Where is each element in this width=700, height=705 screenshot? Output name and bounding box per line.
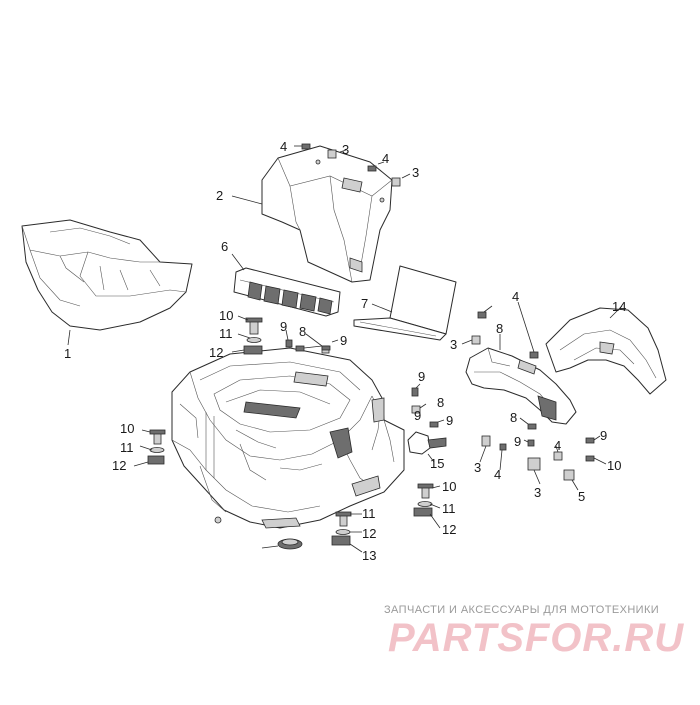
part-14-connector <box>407 431 447 463</box>
fastener-group-10-11-12-d <box>331 511 363 553</box>
fastener-group-10-11-12-a <box>231 315 263 355</box>
callout-11: 12 <box>362 526 376 541</box>
callout-10: 10 <box>120 421 134 436</box>
fastener-group-10-11-12-c <box>413 483 441 529</box>
callout-3: 3 <box>412 165 419 180</box>
part-main-storage-compartment <box>171 347 405 529</box>
callout-8: 8 <box>437 395 444 410</box>
watermark-logo: PARTSFOR.RU <box>388 616 685 660</box>
callout-3: 3 <box>534 485 541 500</box>
callout-4: 4 <box>494 467 501 482</box>
callout-3: 3 <box>342 142 349 157</box>
callout-9: 9 <box>418 369 425 384</box>
callout-3: 3 <box>450 337 457 352</box>
small-fasteners <box>285 143 607 491</box>
callout-9: 9 <box>514 434 521 449</box>
callout-8: 8 <box>299 324 306 339</box>
callout-12: 12 <box>112 458 126 473</box>
callout-3: 3 <box>474 460 481 475</box>
part-6-panel <box>353 265 457 341</box>
callout-7: 8 <box>496 321 503 336</box>
callout-12: 12 <box>442 522 456 537</box>
callout-10: 10 <box>219 308 233 323</box>
callout-9: 10 <box>607 458 621 473</box>
callout-11: 11 <box>219 326 233 341</box>
callout-4: 4 <box>512 289 519 304</box>
callout-9: 9 <box>446 413 453 428</box>
callout-10: 11 <box>362 506 376 521</box>
part-2-inner-cover <box>231 145 393 283</box>
callout-4: 5 <box>578 489 585 504</box>
callout-2: 2 <box>216 188 223 203</box>
callout-5: 6 <box>221 239 228 254</box>
callout-6: 7 <box>361 296 368 311</box>
callout-labels: 1 2 3 3 3 3 3 4 4 4 4 4 5 6 7 8 8 8 8 9 … <box>64 139 626 563</box>
callout-8: 8 <box>510 410 517 425</box>
callout-13: 14 <box>612 299 626 314</box>
callout-4: 4 <box>554 438 561 453</box>
callout-4: 4 <box>382 151 389 166</box>
part-13-rear-fender <box>545 305 667 395</box>
callout-1: 1 <box>64 346 71 361</box>
part-7-bracket <box>465 334 577 425</box>
part-1-front-shield <box>21 219 193 346</box>
fastener-group-10-11-12-b <box>133 429 166 467</box>
watermark-tagline: ЗАПЧАСТИ И АКСЕССУАРЫ ДЛЯ МОТОТЕХНИКИ <box>384 604 660 616</box>
callout-8: 9 <box>600 428 607 443</box>
callout-9: 9 <box>414 408 421 423</box>
callout-12: 12 <box>209 345 223 360</box>
callout-10: 10 <box>442 479 456 494</box>
callout-9: 9 <box>280 319 287 334</box>
callout-4: 4 <box>280 139 287 154</box>
callout-11: 11 <box>120 440 134 455</box>
callout-14: 15 <box>430 456 444 471</box>
part-15-grommet <box>261 538 303 550</box>
callout-9: 9 <box>340 333 347 348</box>
part-5-grille <box>231 253 341 317</box>
callout-11: 11 <box>442 501 456 516</box>
callout-12: 13 <box>362 548 376 563</box>
